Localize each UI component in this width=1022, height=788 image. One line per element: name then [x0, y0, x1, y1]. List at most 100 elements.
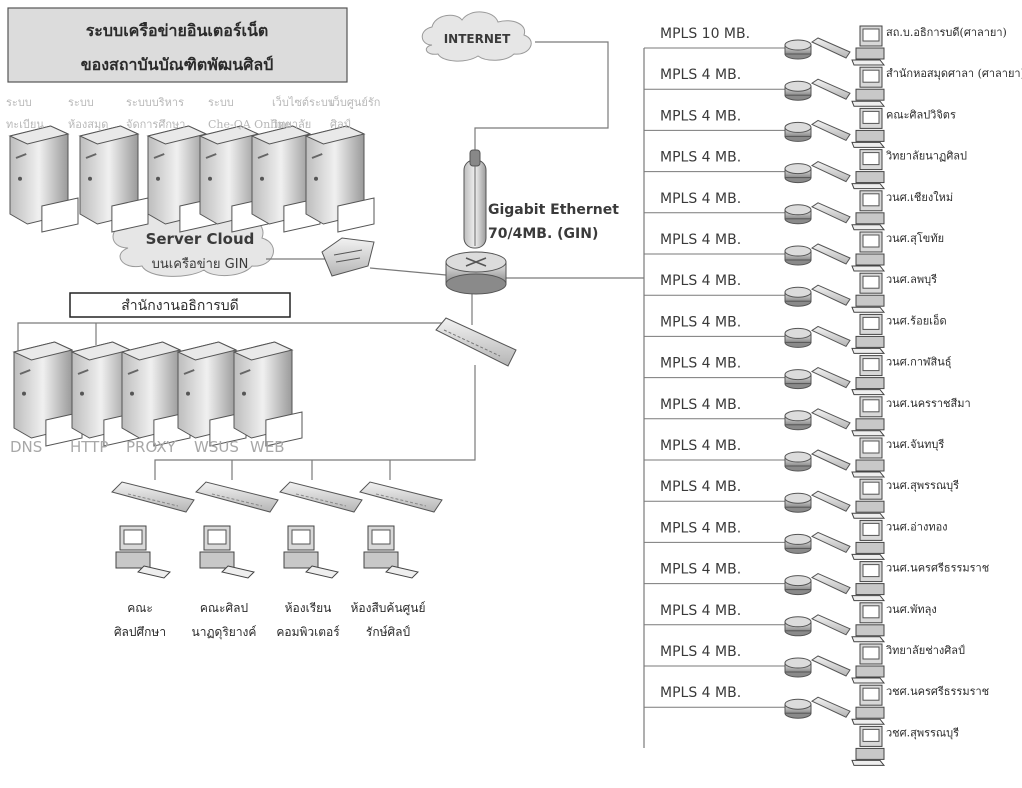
mpls-label-2: MPLS 4 MB.: [660, 67, 741, 83]
top-server-4-top: [198, 125, 260, 145]
core-router-arrows: [465, 257, 487, 267]
office-server-5-led: [242, 391, 246, 396]
top-server-1-led: [18, 176, 22, 181]
top-server-label-2-6: ศิลป์: [330, 118, 351, 131]
line-office-bus: [17, 322, 446, 360]
branch-pc-screen-11: [862, 440, 880, 454]
branch-router-top-12: [784, 492, 812, 504]
branch-name-6: วนศ.สุโขทัย: [886, 231, 944, 245]
branch-router-top-16: [784, 657, 812, 669]
branch-modem-8: [810, 325, 851, 348]
top-server-2-top: [78, 125, 140, 145]
core-router-base: [445, 273, 507, 295]
branch-row-2: MPLS 4 MB.สำนักหอสมุดศาลา (ศาลายา): [644, 66, 1022, 107]
title-box-frame: [7, 7, 348, 83]
branch-modem-17: [810, 696, 851, 718]
branch-name-12: วนศ.สุพรรณบุรี: [886, 479, 959, 492]
branch-pc-case-17: [855, 706, 885, 719]
branch-pc-keyboard-10: [851, 430, 886, 437]
firewall-top: [469, 149, 481, 167]
branch-name-18: วชศ.สุพรรณบุรี: [886, 726, 959, 739]
branch-pc-keyboard-8: [851, 347, 886, 354]
branch-modem-10: [810, 408, 851, 430]
mpls-label-12: MPLS 4 MB.: [660, 479, 741, 495]
lab-pc-case-1: [115, 551, 151, 569]
internet-cloud: INTERNET: [421, 11, 532, 62]
branch-pc-case-3: [855, 129, 885, 142]
lab-switch-3: [279, 481, 363, 513]
cloud-switch-arrows: [333, 249, 363, 263]
lab-switch-1: [111, 481, 195, 513]
top-server-label-1-1: ระบบ: [6, 96, 32, 109]
branch-pc-case-14: [855, 583, 885, 596]
top-server-label-1-6: เว็บศูนย์รัก: [330, 95, 380, 109]
branch-modem-13: [810, 531, 851, 554]
branch-pc-case-18: [855, 747, 885, 760]
server-cloud-line-2: บนเครือข่าย GIN: [152, 256, 249, 272]
branch-row-14: MPLS 4 MB.วนศ.นครศรีธรรมราช: [644, 561, 989, 602]
branch-pc-screen-10: [862, 399, 880, 413]
top-server-6-slot: [311, 153, 323, 159]
office-server-4-slot: [183, 369, 195, 375]
branch-pc-screen-7: [862, 275, 880, 289]
branch-pc-keyboard-11: [851, 471, 886, 478]
branch-name-9: วนศ.กาฬสินธุ์: [886, 356, 951, 369]
branch-pc-keyboard-1: [851, 59, 886, 66]
top-server-4-led: [208, 176, 212, 181]
branch-name-17: วชศ.นครศรีธรรมราช: [886, 685, 989, 698]
lab-label-2-4: รักษ์ศิลป์: [366, 625, 410, 639]
branch-list: MPLS 10 MB.สถ.บ.อธิการบดี(ศาลายา)MPLS 4 …: [644, 25, 1022, 766]
office-server-4-top: [176, 341, 238, 361]
branch-pc-screen-17: [862, 687, 880, 701]
branch-pc-screen-4: [862, 152, 880, 166]
branch-name-8: วนศ.ร้อยเอ็ด: [886, 313, 947, 327]
top-server-6: [304, 125, 375, 233]
office-server-2-led: [80, 391, 84, 396]
office-server-3-led: [130, 391, 134, 396]
branch-modem-15: [810, 614, 851, 636]
branch-pc-keyboard-3: [851, 141, 886, 148]
top-server-5-top: [250, 125, 312, 145]
cloud-switch-body: [321, 237, 375, 277]
mpls-label-11: MPLS 4 MB.: [660, 438, 741, 454]
lab-label-2-1: ศิลปศึกษา: [114, 625, 166, 639]
lab-label-1-2: คณะศิลป: [200, 601, 248, 615]
lab-label-1-1: คณะ: [127, 601, 153, 615]
lab-pc-screen-1: [123, 529, 143, 545]
branch-pc-case-10: [855, 418, 885, 431]
title-line-1: ระบบเครือข่ายอินเตอร์เน็ต: [86, 19, 269, 40]
branch-name-4: วิทยาลัยนาฏศิลป: [885, 150, 967, 163]
branch-router-top-3: [784, 121, 812, 133]
branch-modem-5: [810, 202, 851, 224]
lab-switch-ports-4: [375, 493, 427, 507]
branch-pc-keyboard-6: [851, 265, 886, 272]
branch-name-7: วนศ.ลพบุรี: [886, 273, 937, 286]
branch-modem-9: [810, 367, 851, 389]
branch-row-18: วชศ.สุพรรณบุรี: [851, 725, 959, 766]
top-server-label-2-5: วิทยาลัย: [271, 118, 311, 131]
branch-pc-screen-3: [862, 110, 880, 124]
lab-4: ห้องสืบค้นศูนย์รักษ์ศิลป์: [351, 481, 443, 639]
branch-name-15: วนศ.พัทลุง: [886, 603, 937, 616]
office-server-label-3: PROXY: [126, 438, 177, 456]
server-cloud-line-1: Server Cloud: [146, 230, 255, 248]
branch-pc-screen-13: [862, 522, 880, 536]
branch-name-1: สถ.บ.อธิการบดี(ศาลายา): [886, 26, 1007, 39]
branch-pc-keyboard-2: [851, 100, 886, 107]
branch-name-5: วนศ.เชียงใหม่: [886, 191, 953, 204]
office-server-4: [176, 341, 247, 447]
branch-pc-screen-18: [862, 728, 880, 742]
branch-row-4: MPLS 4 MB.วิทยาลัยนาฏศิลป: [644, 149, 967, 190]
top-server-1: [8, 125, 79, 233]
top-server-4-slot: [205, 153, 217, 159]
branch-modem-11: [810, 449, 851, 471]
top-server-1-slot: [15, 153, 27, 159]
branch-router-top-2: [784, 80, 812, 92]
office-label-box: [69, 292, 291, 318]
lab-label-2-2: นาฏดุริยางค์: [192, 625, 257, 640]
top-server-2-slot: [85, 153, 97, 159]
branch-pc-screen-5: [862, 193, 880, 207]
lab-pc-case-3: [283, 551, 319, 569]
